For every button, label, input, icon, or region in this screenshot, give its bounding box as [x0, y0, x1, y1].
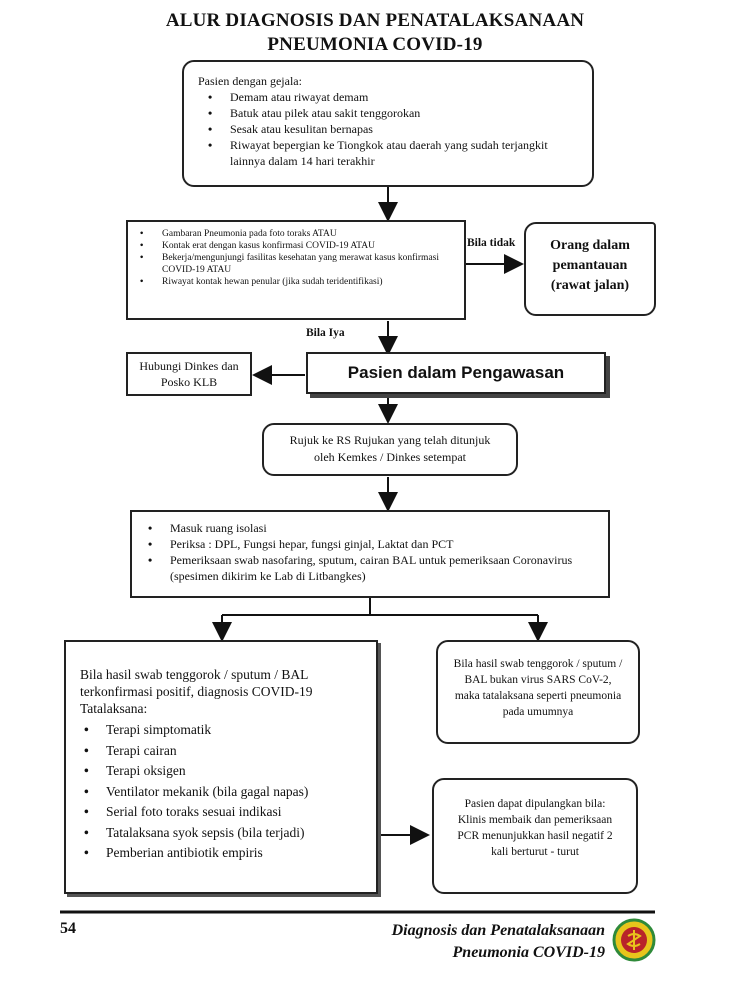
treatment-item: Terapi simptomatik [80, 720, 364, 741]
positive-intro: Bila hasil swab tenggorok / sputum / BAL… [80, 667, 313, 699]
isolation-item: Periksa : DPL, Fungsi hepar, fungsi ginj… [144, 536, 596, 552]
criteria-item: Gambaran Pneumonia pada foto toraks ATAU [136, 228, 452, 240]
label-bila-tidak: Bila tidak [467, 237, 516, 249]
label-bila-iya: Bila Iya [306, 327, 345, 339]
treatment-item: Serial foto toraks sesuai indikasi [80, 802, 364, 823]
isolation-item: Masuk ruang isolasi [144, 520, 596, 536]
treatment-item: Tatalaksana syok sepsis (bila terjadi) [80, 823, 364, 844]
symptom-item: Riwayat bepergian ke Tiongkok atau daera… [204, 137, 578, 169]
criteria-item: Riwayat kontak hewan penular (jika sudah… [136, 276, 452, 288]
footer-title-line-1: Diagnosis dan Penatalaksanaan [391, 922, 605, 939]
criteria-item: Kontak erat dengan kasus konfirmasi COVI… [136, 240, 452, 252]
negative-result-box: Bila hasil swab tenggorok / sputum / BAL… [436, 640, 640, 744]
organization-logo-icon [612, 918, 656, 962]
odp-box: Orang dalam pemantauan (rawat jalan) [524, 222, 656, 316]
title-line-1: ALUR DIAGNOSIS DAN PENATALAKSANAAN [165, 10, 585, 31]
rujuk-box: Rujuk ke RS Rujukan yang telah ditunjuk … [262, 423, 518, 476]
criteria-box: Gambaran Pneumonia pada foto toraks ATAU… [126, 220, 466, 320]
treatment-item: Pemberian antibiotik empiris [80, 843, 364, 864]
footer-title: Diagnosis dan Penatalaksanaan Pneumonia … [330, 920, 605, 964]
treatment-item: Terapi cairan [80, 741, 364, 762]
symptoms-box: Pasien dengan gejala: Demam atau riwayat… [182, 60, 594, 187]
pdp-box: Pasien dalam Pengawasan [306, 352, 606, 394]
isolation-item: Pemeriksaan swab nasofaring, sputum, cai… [144, 552, 596, 584]
page-number: 54 [60, 920, 76, 937]
title-line-2: PNEUMONIA COVID-19 [267, 34, 483, 55]
footer-title-line-2: Pneumonia COVID-19 [452, 944, 605, 961]
symptom-item: Demam atau riwayat demam [204, 89, 578, 105]
isolation-box: Masuk ruang isolasi Periksa : DPL, Fungs… [130, 510, 610, 598]
symptoms-heading: Pasien dengan gejala: [198, 74, 302, 88]
positive-result-box: Bila hasil swab tenggorok / sputum / BAL… [64, 640, 378, 894]
criteria-item: Bekerja/mengunjungi fasilitas kesehatan … [136, 252, 452, 276]
treatment-item: Ventilator mekanik (bila gagal napas) [80, 782, 364, 803]
symptom-item: Sesak atau kesulitan bernapas [204, 121, 578, 137]
symptom-item: Batuk atau pilek atau sakit tenggorokan [204, 105, 578, 121]
dinkes-box: Hubungi Dinkes dan Posko KLB [126, 352, 252, 396]
treatment-item: Terapi oksigen [80, 761, 364, 782]
positive-tatalaksana-label: Tatalaksana: [80, 701, 148, 716]
discharge-box: Pasien dapat dipulangkan bila: Klinis me… [432, 778, 638, 894]
